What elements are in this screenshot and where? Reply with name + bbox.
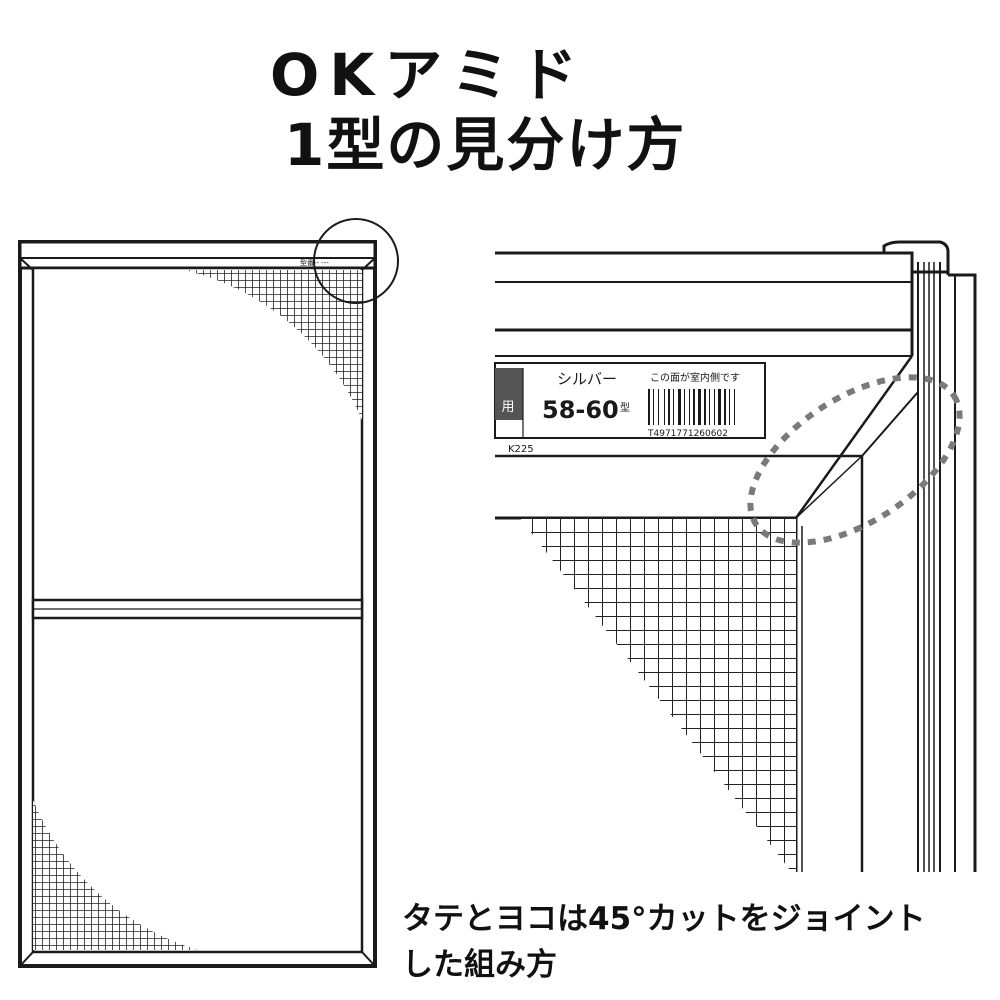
label-dark-tab xyxy=(495,368,523,420)
zoom-circle xyxy=(313,218,399,304)
mitre-joint-line xyxy=(794,355,914,519)
caption-line-2: した組み方 xyxy=(402,947,557,983)
label-color-name: シルバー xyxy=(557,370,617,388)
product-label: 用 シルバー 58-60 型 この面が室内側です T4971771260602 … xyxy=(494,362,766,455)
label-note: この面が室内側です xyxy=(650,371,740,384)
caption: タテとヨコは45°カットをジョイント した組み方 xyxy=(402,896,992,988)
title-line-1: OKアミド xyxy=(270,41,588,109)
label-product-code: K225 xyxy=(508,444,534,455)
mesh-corner xyxy=(520,518,796,878)
label-size: 58-60 xyxy=(542,396,619,424)
title-line-2: 1型の見分け方 xyxy=(284,111,687,179)
label-usage: 用 xyxy=(501,400,514,415)
screen-frame-front-view: 型番-- --- xyxy=(18,218,399,968)
label-barcode-number: T4971771260602 xyxy=(647,429,728,439)
label-size-unit: 型 xyxy=(620,401,630,414)
mesh-top-right xyxy=(185,270,362,420)
corner-detail-view xyxy=(495,240,977,878)
mesh-bottom-left xyxy=(33,800,199,950)
barcode-icon xyxy=(648,389,735,425)
corner-cap xyxy=(882,240,950,274)
caption-line-1: タテとヨコは45°カットをジョイント xyxy=(402,901,926,937)
highlight-dashed-ellipse xyxy=(747,374,963,546)
page-title: OKアミド 1型の見分け方 xyxy=(270,40,830,180)
